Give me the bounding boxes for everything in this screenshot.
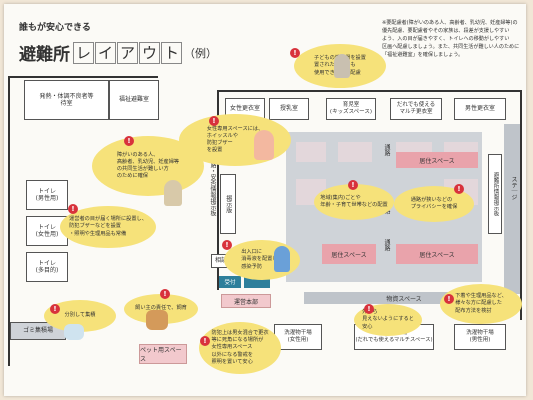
robot-figure-icon: [334, 54, 350, 78]
bubble-outside: 外から 見えないようにすると 安心: [354, 304, 422, 336]
bubble-region: 地域(集内)ごとや 年齢・子育て世帯などの配置: [314, 184, 394, 220]
corridor-left-label: 通路・安否情報掲示板: [209, 156, 216, 216]
alert-icon: !: [50, 304, 60, 314]
elderly-figure-icon: [164, 180, 182, 206]
room-universal-change: だれでも使える マルチ更衣室: [390, 98, 442, 120]
layout-poster: 誰もが安心できる 避難所 レ イ ア ウ ト （例） ※要配慮者(障がいのある人…: [4, 4, 526, 396]
room-hq: 運営本部: [221, 294, 271, 308]
living-block: [338, 142, 372, 162]
stage-label: ステ｜ジ: [510, 176, 517, 200]
bubble-goods: 下着や生理用品など、 様々な方に配慮した 配布方法を検討: [440, 284, 522, 324]
room-welfare: 福祉避難室: [109, 80, 159, 120]
living-block: [296, 142, 326, 162]
alert-icon: !: [209, 116, 219, 126]
room-toilet-male: トイレ (男性用): [26, 180, 68, 210]
room-laundry-male: 洗濯物干場 (男性用): [454, 324, 506, 350]
living-zone: 居住スペース: [322, 244, 376, 264]
notes-line: 優先配慮、要配慮者やその家族は、段差が支援しやすい: [382, 27, 510, 34]
header-subtitle: 誰もが安心できる: [19, 23, 91, 33]
alert-icon: !: [160, 289, 170, 299]
title-char-box: ト: [161, 41, 182, 64]
alert-icon: !: [444, 294, 454, 304]
path-label: 通路: [383, 239, 390, 251]
header-title: 避難所 レ イ ア ウ ト （例）: [19, 40, 217, 65]
title-char-box: イ: [95, 41, 116, 64]
alert-icon: !: [364, 304, 374, 314]
bubble-pet: 飼い主の責任で、飼育: [124, 294, 198, 324]
wall: [8, 76, 10, 366]
title-katakana-group: レ イ ア ウ ト: [73, 41, 182, 64]
room-kids: 育児室 (キッズスペース): [326, 98, 376, 120]
wall: [8, 76, 158, 78]
notes-box: ※要配慮者(障がいのある人、高齢者、乳幼児、妊産婦等)の 優先配慮、要配慮者やそ…: [382, 20, 522, 59]
alert-icon: !: [222, 240, 232, 250]
room-male-change: 男性更衣室: [454, 98, 506, 120]
alert-icon: !: [348, 180, 358, 190]
wall: [217, 90, 219, 290]
notes-line: よう、入の目が届きやすく、トイレへの移動がしやすい: [382, 35, 510, 42]
room-toilet-multi: トイレ (多目的): [26, 252, 68, 282]
dog-icon: [146, 310, 168, 330]
alert-icon: !: [200, 336, 210, 346]
title-main: 避難所: [19, 45, 70, 65]
trash-bags-icon: [64, 324, 84, 340]
reception-desk: 受付: [219, 276, 241, 288]
child-figure-icon: [274, 246, 290, 272]
alert-icon: !: [124, 136, 134, 146]
wall: [217, 90, 522, 92]
room-laundry-female: 洗濯物干場 (女性用): [274, 324, 322, 350]
room-evac-info: 避難所情報掲示板: [488, 154, 502, 234]
bubble-night: 防犯上は男女混合で更衣 等に死角になる場所が 女性専用スペース 以外になる警戒を…: [199, 322, 281, 374]
living-zone: 居住スペース: [396, 244, 478, 264]
title-char-box: レ: [73, 41, 94, 64]
path-label: 通路: [383, 144, 390, 156]
alert-icon: !: [290, 48, 300, 58]
alert-icon: !: [454, 184, 464, 194]
title-char-box: ウ: [139, 41, 160, 64]
alert-icon: !: [68, 204, 78, 214]
stage-area: [504, 124, 520, 294]
room-pet: ペット用スペース: [139, 344, 187, 364]
notes-line: 区画へ配慮しましょう。また、共同生活が難しい人のために: [382, 43, 520, 50]
room-nursing: 授乳室: [269, 98, 309, 120]
room-info-board: 掲示版: [220, 174, 236, 234]
notes-line: ※要配慮者(障がいのある人、高齢者、乳幼児、妊産婦等)の: [382, 20, 518, 26]
room-fever: 発熱・体調不良者等 待室: [24, 80, 109, 120]
woman-figure-icon: [254, 130, 274, 160]
wall: [520, 90, 522, 320]
living-zone: 居住スペース: [396, 152, 478, 168]
title-example: （例）: [184, 46, 217, 60]
title-char-box: ア: [117, 41, 138, 64]
notes-line: 「福祉避難室」を確保しましょう。: [382, 51, 464, 58]
bubble-elderly: 障がいのある人、 高齢者、乳幼児、妊産婦等 の共同生活が難しい方 のために確保: [92, 136, 204, 196]
